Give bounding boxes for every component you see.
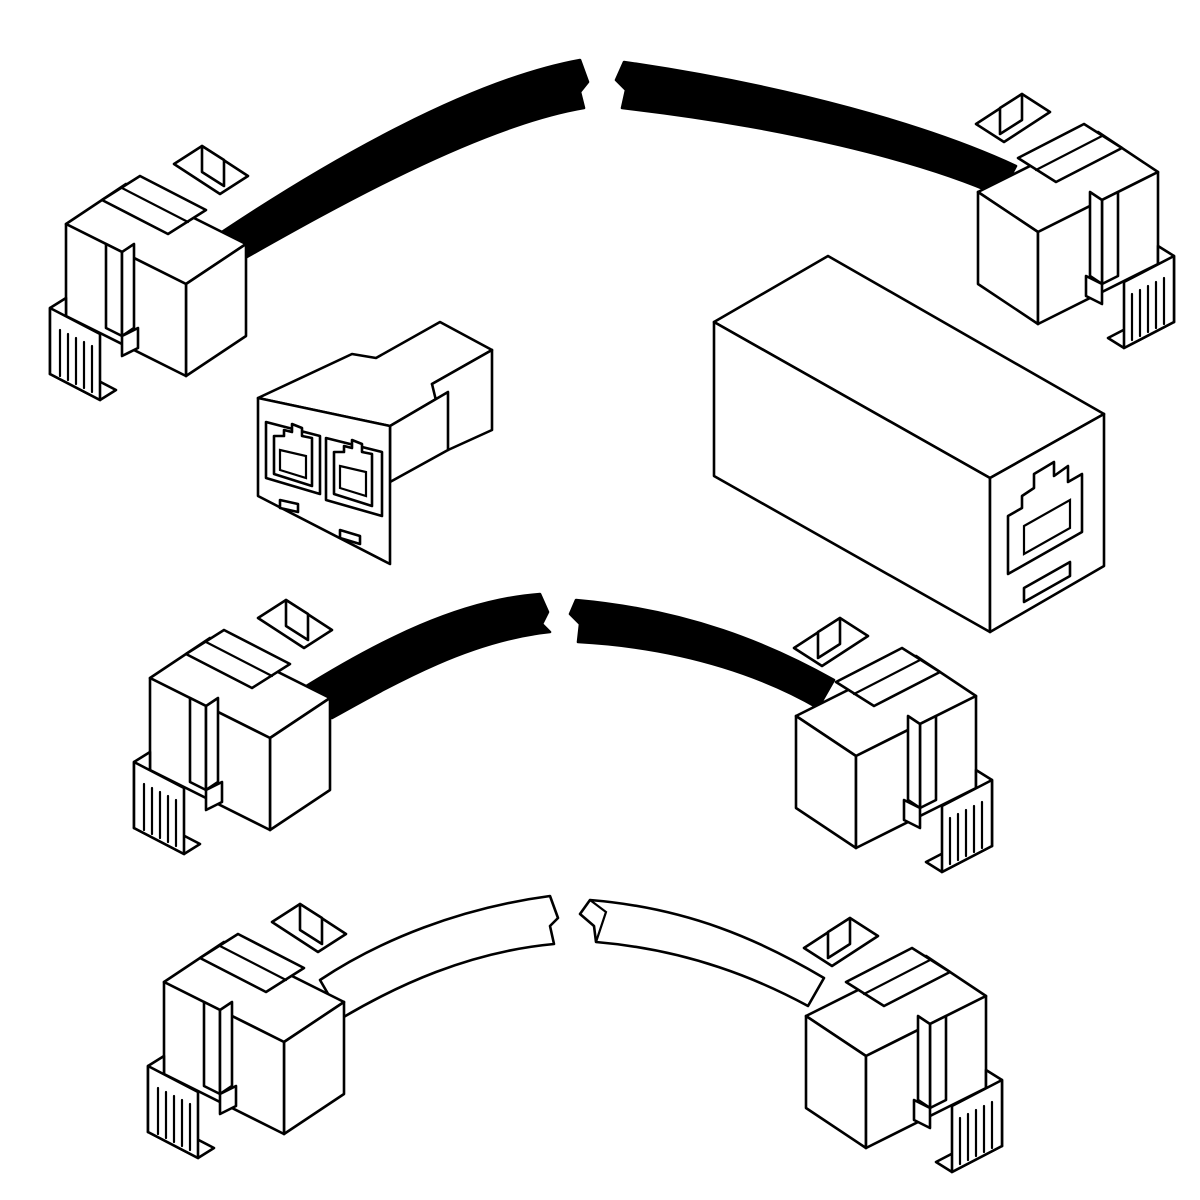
white-cable-bottom [146, 894, 1002, 1172]
cable-segment-right [578, 898, 826, 1008]
cable-segment-left [318, 894, 560, 1020]
rj11-plug-left [48, 144, 250, 402]
inline-coupler [712, 254, 1106, 634]
jack-opening-1 [264, 420, 322, 496]
cable-segment-left [298, 592, 552, 720]
duplex-splitter [256, 320, 494, 566]
rj11-plug-right [976, 94, 1174, 348]
cable-segment-left [220, 58, 590, 264]
rj11-plug-right [794, 618, 992, 872]
cable-segment-right [568, 598, 836, 710]
rj11-plug-left [132, 598, 334, 856]
rj11-plug-right [804, 918, 1002, 1172]
cable-segment-right [614, 60, 1018, 198]
jack-opening-2 [324, 436, 384, 518]
black-cable-top [48, 58, 1174, 402]
rj11-plug-left [146, 902, 348, 1160]
coupler-jack [1006, 460, 1084, 576]
black-cable-middle [132, 592, 992, 872]
